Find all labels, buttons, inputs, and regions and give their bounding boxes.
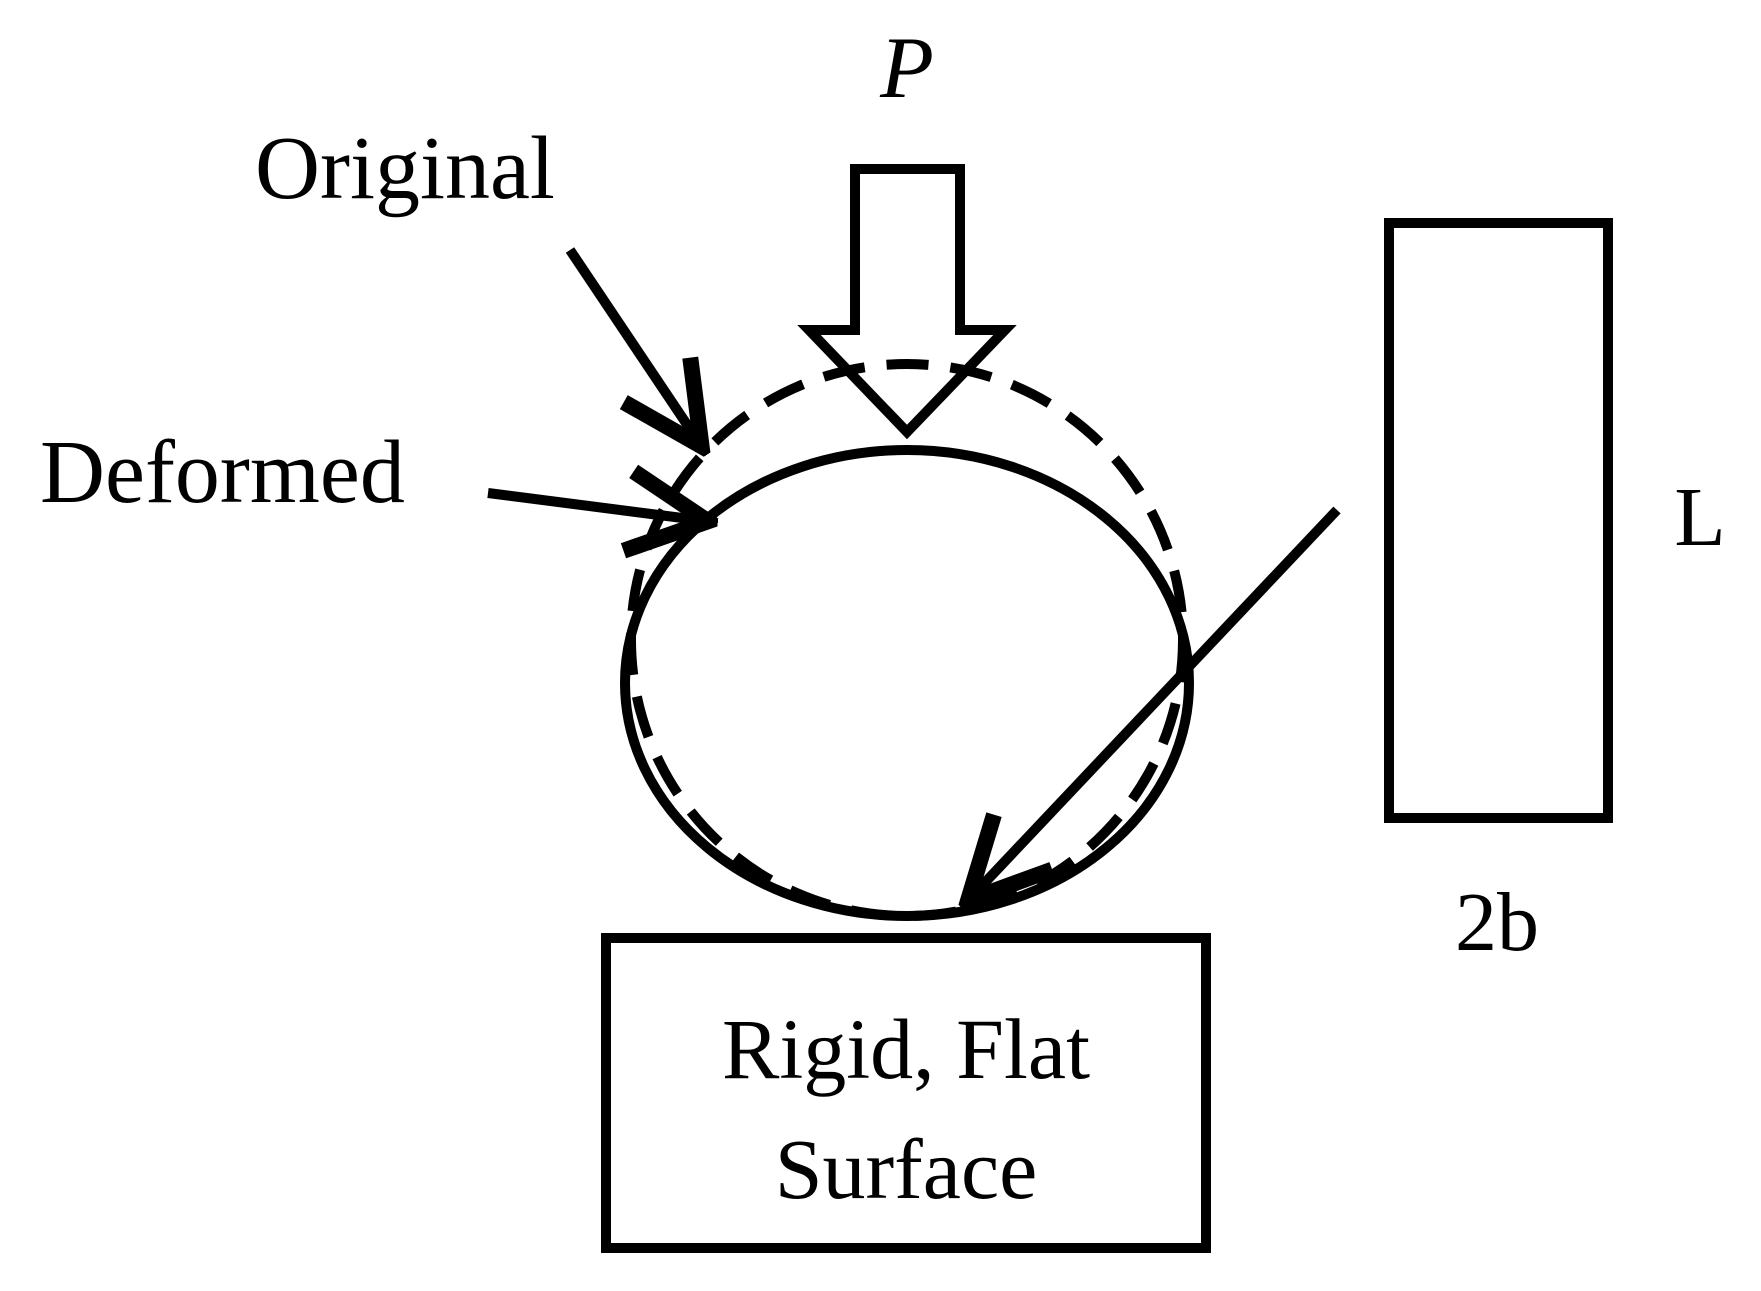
original-label: Original [255,119,555,218]
deformed-ellipse [620,445,1194,921]
original-pointer-arrow [565,247,696,438]
contact-patch-rect [1384,218,1613,823]
load-arrow [797,164,1017,440]
length-label: L [1674,471,1725,564]
deformed-pointer-arrow [487,493,698,520]
deformed-label: Deformed [40,423,405,522]
rigid-surface-box [601,933,1211,1253]
surface-label-line1: Rigid, Flat [722,1001,1090,1097]
force-label: P [879,20,934,117]
width-label: 2b [1455,876,1539,969]
contact-pointer-arrow [975,506,1341,893]
surface-label-line2: Surface [775,1121,1038,1217]
